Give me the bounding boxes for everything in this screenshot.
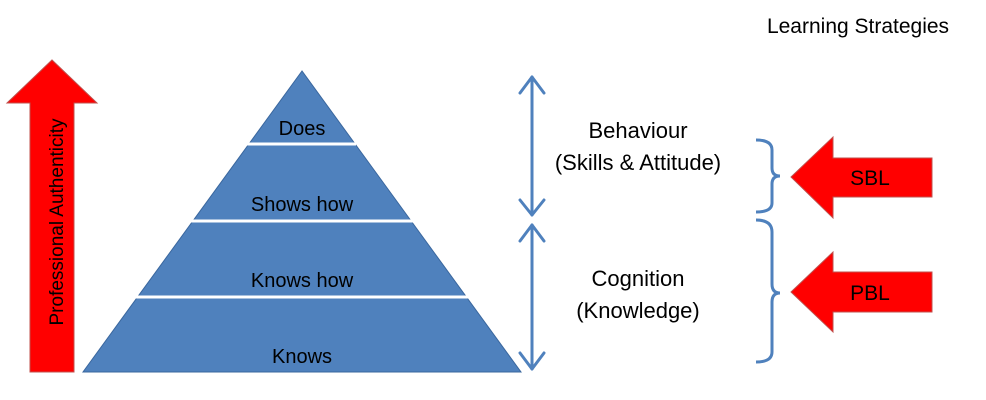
tier-label-does: Does — [279, 118, 326, 140]
left-arrow-icon — [790, 135, 933, 220]
professional-authenticity-arrow: Professional Authenticity — [5, 59, 99, 373]
behaviour-label: Behaviour — [588, 118, 687, 143]
tier-label-shows-how: Shows how — [251, 194, 354, 216]
pbl-arrow: PBL — [790, 250, 933, 334]
behaviour-sublabel: (Skills & Attitude) — [555, 150, 721, 175]
sbl-arrow: SBL — [790, 135, 933, 220]
behaviour-double-arrow — [518, 75, 546, 217]
sbl-label: SBL — [850, 167, 890, 190]
tier-label-knows-how: Knows how — [251, 270, 354, 292]
cognition-double-arrow — [518, 223, 546, 371]
diagram-title: Learning Strategies — [767, 15, 949, 38]
right-curly-brace-icon — [755, 138, 781, 214]
cognition-label: Cognition — [592, 266, 685, 291]
tier-label-knows: Knows — [272, 346, 332, 368]
left-arrow-icon — [790, 250, 933, 334]
right-curly-brace-icon — [755, 218, 781, 364]
professional-authenticity-label: Professional Authenticity — [47, 118, 68, 326]
miller-pyramid: Does Shows how Knows how Knows — [82, 70, 522, 373]
up-arrow-icon — [5, 59, 99, 373]
cognition-sublabel: (Knowledge) — [576, 298, 700, 323]
pbl-label: PBL — [850, 282, 890, 305]
